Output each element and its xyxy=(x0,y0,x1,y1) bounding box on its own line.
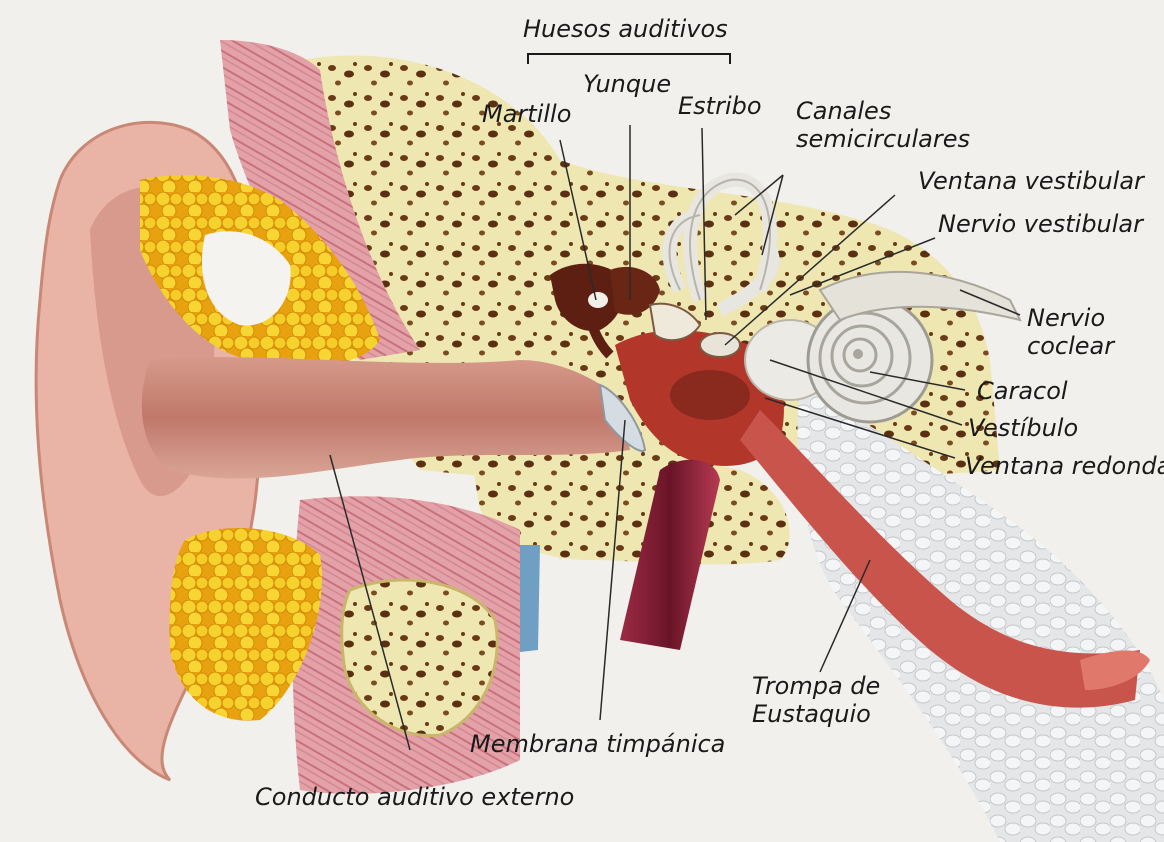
label-nervio-coclear-line-1: Nervio xyxy=(1027,304,1106,332)
label-conducto-auditivo-externo: Conducto auditivo externo xyxy=(255,783,575,811)
fat-pad-hollow xyxy=(201,231,291,326)
leader-lines xyxy=(329,125,1021,751)
label-canales-line-1: Canales xyxy=(796,97,892,125)
label-trompa-line-1: Trompa de xyxy=(752,672,881,700)
label-yunque: Yunque xyxy=(583,70,672,98)
label-martillo: Martillo xyxy=(482,100,572,128)
label-canales-line-2: semicirculares xyxy=(796,125,970,153)
label-trompa-de-eustaquio: Trompa de Eustaquio xyxy=(752,672,880,728)
auditory-nerve xyxy=(818,270,1022,322)
label-nervio-coclear-line-2: coclear xyxy=(1027,332,1115,360)
label-huesos-auditivos: Huesos auditivos xyxy=(523,15,728,43)
jugular-vein xyxy=(520,545,540,652)
ossicles-bracket xyxy=(527,53,731,64)
eustachian-opening xyxy=(1080,650,1150,690)
label-ventana-redonda: Ventana redonda xyxy=(965,452,1164,480)
tympanic-membrane-shape xyxy=(598,383,647,452)
label-trompa-line-2: Eustaquio xyxy=(752,700,871,728)
label-ventana-vestibular: Ventana vestibular xyxy=(918,167,1144,195)
label-estribo: Estribo xyxy=(678,92,762,120)
label-canales-semicirculares: Canales semicirculares xyxy=(796,97,970,153)
lower-fat-pad xyxy=(169,528,322,721)
label-nervio-vestibular: Nervio vestibular xyxy=(938,210,1144,238)
cochlea xyxy=(806,296,934,424)
carotid-artery xyxy=(620,459,720,650)
label-caracol: Caracol xyxy=(977,377,1068,405)
semicircular-canals-outline xyxy=(668,178,771,301)
ossicles xyxy=(550,263,741,359)
label-membrana-timpanica: Membrana timpánica xyxy=(470,730,726,758)
gland-tissue xyxy=(797,380,1164,842)
mastoid-bone xyxy=(340,578,499,738)
label-vestibulo: Vestíbulo xyxy=(968,414,1079,442)
middle-ear-shadow xyxy=(670,370,750,420)
upper-muscle xyxy=(220,40,420,360)
external-canal xyxy=(141,357,630,479)
label-nervio-coclear: Nervio coclear xyxy=(1027,304,1114,360)
